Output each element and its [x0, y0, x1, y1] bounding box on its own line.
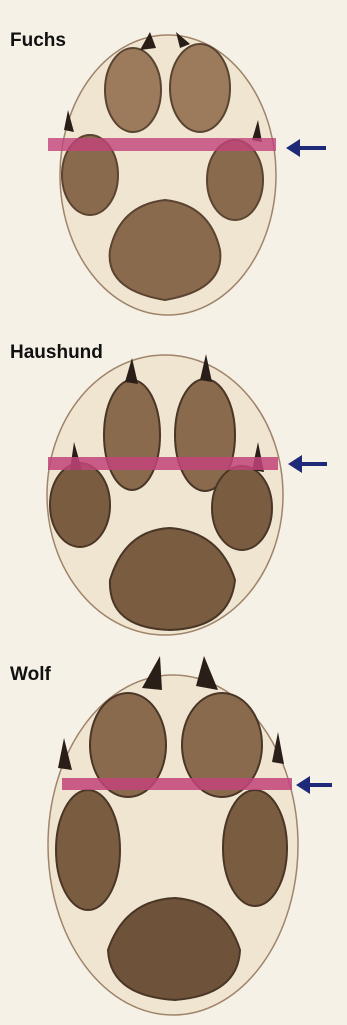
fox-arrow-icon	[286, 139, 326, 157]
wolf-panel: Wolf	[0, 650, 347, 1025]
wolf-paw-print	[0, 650, 347, 1025]
wolf-claw	[142, 656, 162, 690]
fox-toe-front-left	[105, 48, 161, 132]
dog-toe-front-left	[104, 380, 160, 490]
dog-paw-print	[0, 330, 347, 650]
wolf-toe-side-left	[56, 790, 120, 910]
wolf-toe-side-right	[223, 790, 287, 906]
dog-toe-side-right	[212, 466, 272, 550]
fox-measure-line	[48, 138, 276, 151]
fox-paw-print	[0, 0, 347, 330]
dog-measure-line	[48, 457, 278, 470]
dog-arrow-icon	[288, 455, 327, 473]
wolf-measure-line	[62, 778, 292, 790]
wolf-arrow-icon	[296, 776, 332, 794]
fox-toe-side-right	[207, 140, 263, 220]
fox-panel: Fuchs	[0, 0, 347, 330]
wolf-claw	[196, 656, 218, 690]
fox-toe-front-right	[170, 44, 230, 132]
dog-toe-side-left	[50, 463, 110, 547]
dog-panel: Haushund	[0, 330, 347, 650]
